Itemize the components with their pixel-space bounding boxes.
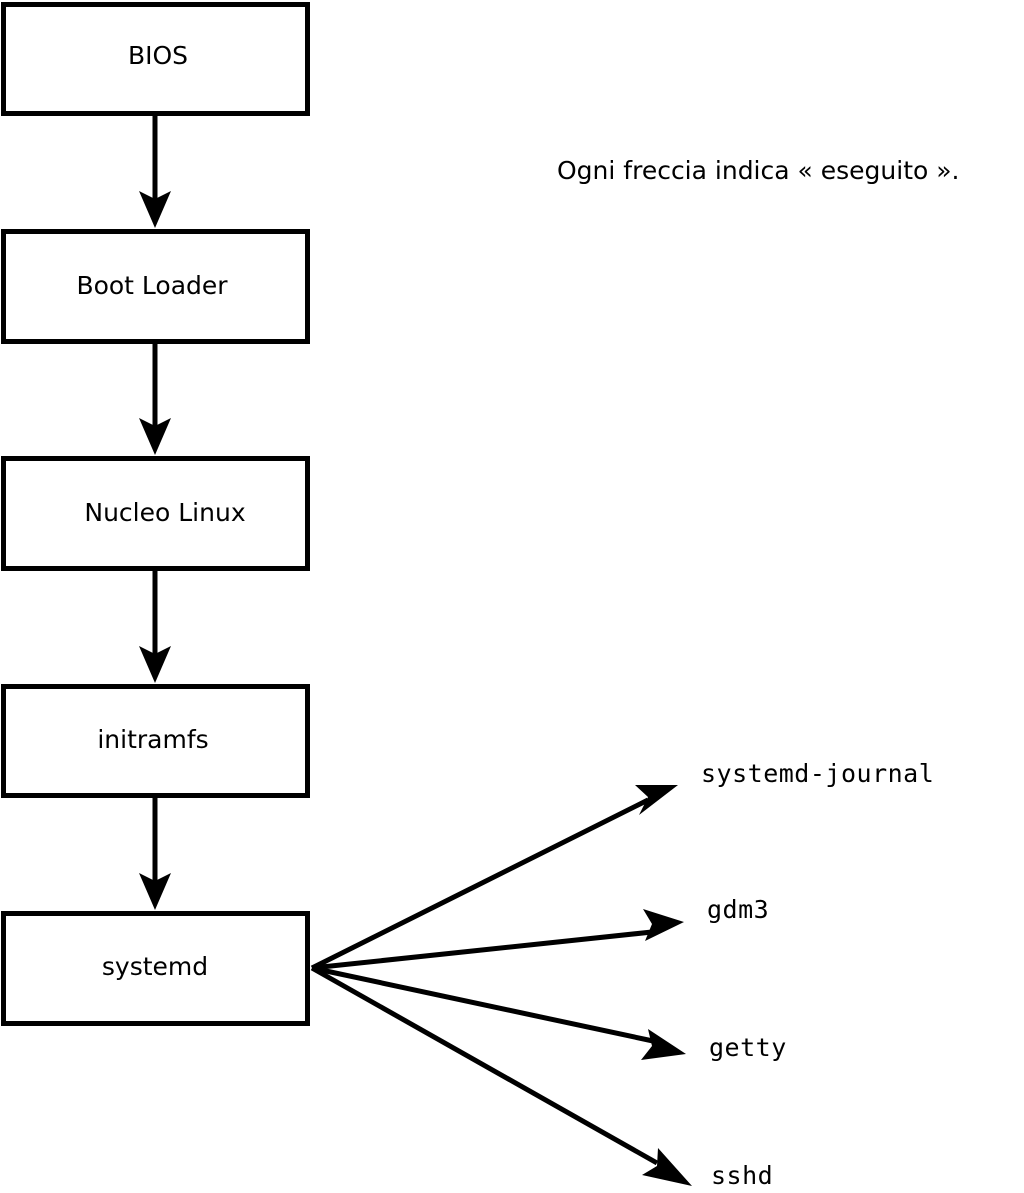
node-initramfs-label: initramfs <box>97 725 208 754</box>
service-label-getty: getty <box>709 1033 787 1062</box>
diagram-caption: Ogni freccia indica « eseguito ». <box>557 156 960 185</box>
node-nucleo-linux-label: Nucleo Linux <box>84 498 245 527</box>
chain-arrow-bios-to-boot-loader <box>139 116 171 228</box>
service-label-systemd-journal: systemd-journal <box>701 759 934 788</box>
chain-arrow-boot-loader-to-nucleo-linux <box>139 344 171 455</box>
node-systemd[interactable]: systemd <box>1 911 310 1026</box>
service-label-sshd: sshd <box>711 1161 773 1190</box>
node-initramfs[interactable]: initramfs <box>1 684 310 798</box>
fanout-arrow-sshd <box>310 965 692 1186</box>
service-label-gdm3: gdm3 <box>707 895 769 924</box>
node-bios[interactable]: BIOS <box>1 2 310 116</box>
node-boot-loader[interactable]: Boot Loader <box>1 229 310 344</box>
node-boot-loader-label: Boot Loader <box>76 271 228 300</box>
fanout-arrow-getty <box>311 965 686 1060</box>
fanout-arrow-gdm3 <box>311 909 684 971</box>
node-nucleo-linux[interactable]: Nucleo Linux <box>1 456 310 571</box>
node-bios-label: BIOS <box>128 41 188 70</box>
node-systemd-label: systemd <box>102 952 208 981</box>
chain-arrow-initramfs-to-systemd <box>139 798 171 910</box>
chain-arrow-nucleo-linux-to-initramfs <box>139 571 171 683</box>
fanout-arrow-systemd-journal <box>310 785 678 971</box>
